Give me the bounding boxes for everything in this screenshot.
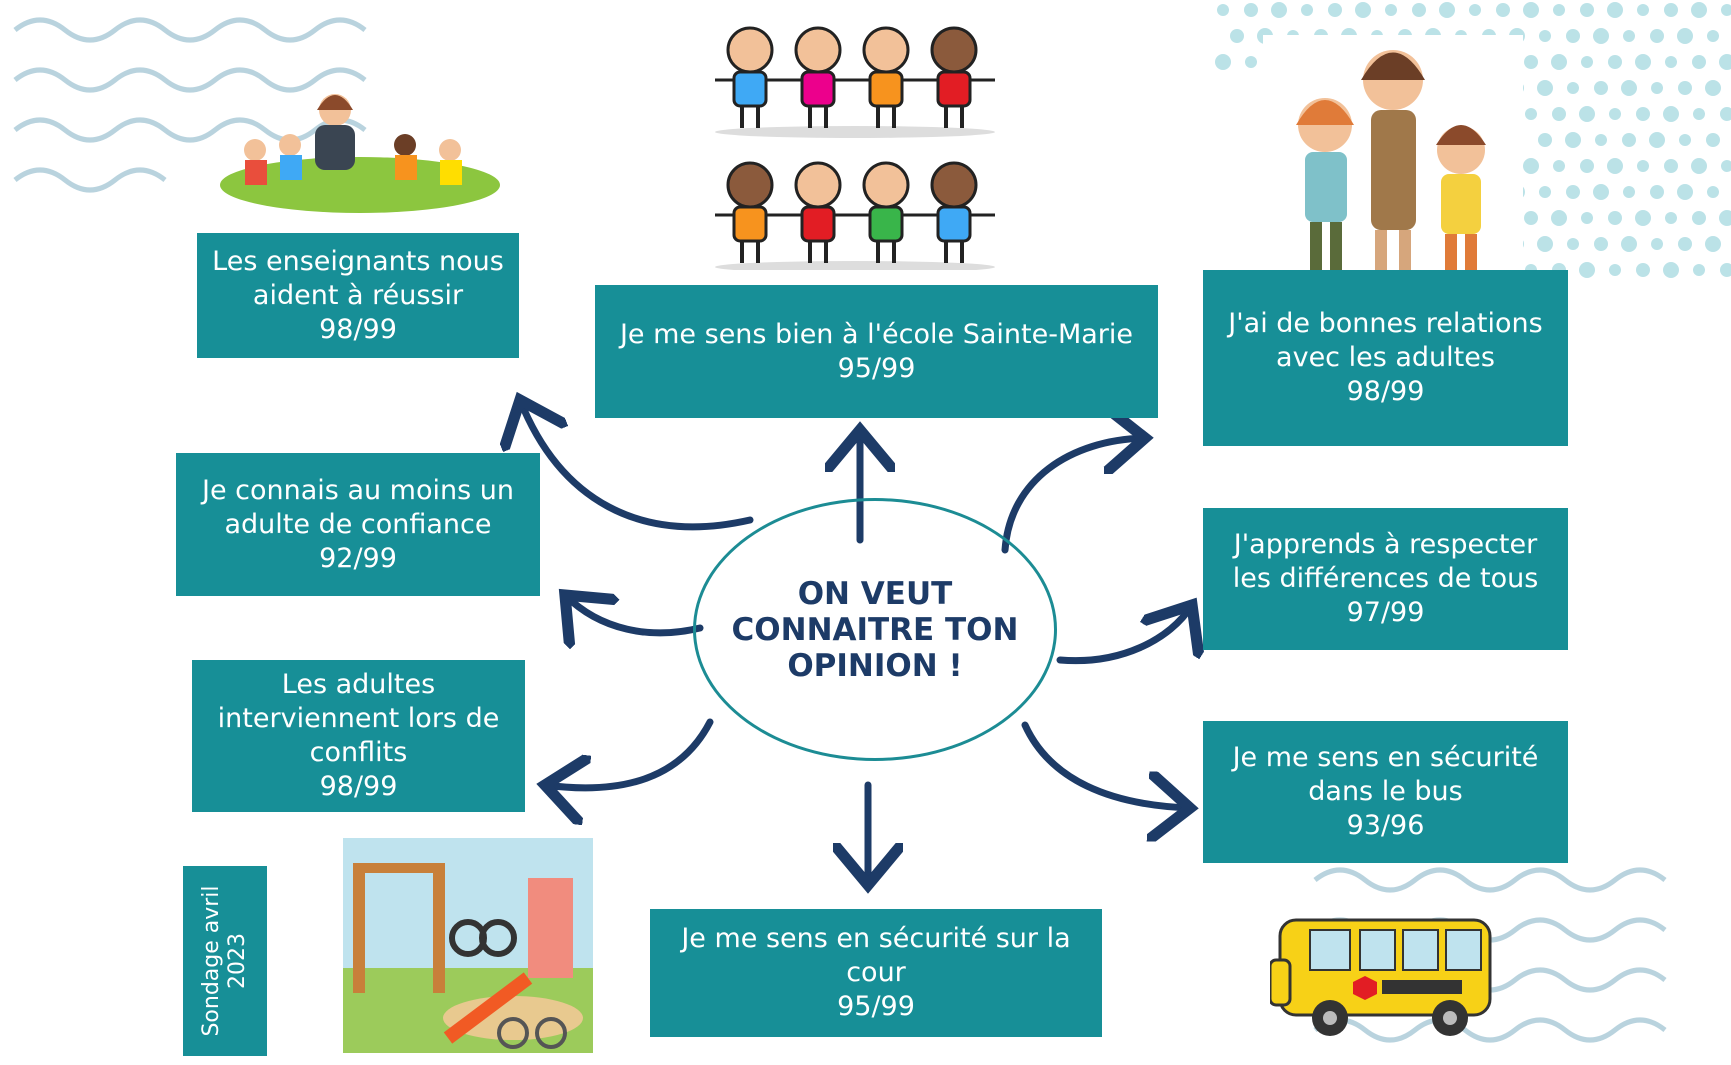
statement-box-trusted-adult: Je connais au moins un adulte de confian… (176, 453, 540, 596)
statement-score: 97/99 (1346, 597, 1425, 628)
statement-text: Je connais au moins un adulte de confian… (202, 474, 514, 540)
wave-decoration-top-left (13, 17, 367, 193)
statement-text: Les adultes interviennent lors de confli… (217, 669, 500, 768)
arrow-to-conflicts (545, 718, 714, 788)
statement-box-playground: Je me sens en sécurité sur la cour 95/99 (650, 909, 1102, 1037)
statement-box-relations: J'ai de bonnes relations avec les adulte… (1203, 270, 1568, 446)
statement-text: Je me sens en sécurité sur la cour (681, 923, 1071, 988)
statement-box-wellbeing: Je me sens bien à l'école Sainte-Marie 9… (595, 285, 1158, 418)
teacher-with-children-illustration (1263, 35, 1523, 295)
central-ellipse: ON VEUT CONNAITRE TON OPINION ! (693, 498, 1057, 761)
survey-date-text: Sondage avril 2023 (199, 885, 250, 1037)
statement-score: 98/99 (319, 313, 397, 345)
school-bus-illustration (1270, 918, 1492, 1036)
playground-illustration (343, 838, 593, 1053)
central-title: ON VEUT CONNAITRE TON OPINION ! (731, 575, 1019, 684)
statement-box-teachers: Les enseignants nous aident à réussir 98… (197, 233, 519, 358)
arrow-to-teachers (520, 400, 754, 531)
statement-text: Je me sens bien à l'école Sainte-Marie (619, 318, 1134, 350)
statement-box-conflicts: Les adultes interviennent lors de confli… (192, 660, 525, 812)
statement-text: Je me sens en sécurité dans le bus (1232, 742, 1539, 807)
statement-score: 98/99 (319, 771, 398, 802)
statement-box-differences: J'apprends à respecter les différences d… (1203, 508, 1568, 650)
statement-score: 98/99 (1346, 376, 1425, 407)
arrow-to-trusted-adult (565, 595, 704, 633)
statement-text: J'apprends à respecter les différences d… (1232, 529, 1539, 594)
statement-score: 92/99 (319, 542, 397, 574)
statement-score: 93/96 (1346, 810, 1425, 841)
arrow-to-differences (1056, 605, 1192, 665)
statement-score: 95/99 (837, 352, 916, 384)
survey-date-label: Sondage avril 2023 (183, 866, 267, 1056)
statement-text: Les enseignants nous aident à réussir (212, 245, 504, 311)
arrow-to-bus (1021, 721, 1190, 808)
arrow-to-relations (1001, 438, 1145, 554)
statement-box-bus: Je me sens en sécurité dans le bus 93/96 (1203, 721, 1568, 863)
statement-text: J'ai de bonnes relations avec les adulte… (1228, 308, 1543, 373)
children-holding-hands-illustration (715, 26, 995, 270)
statement-score: 95/99 (837, 991, 915, 1022)
teacher-reading-illustration (220, 94, 500, 213)
